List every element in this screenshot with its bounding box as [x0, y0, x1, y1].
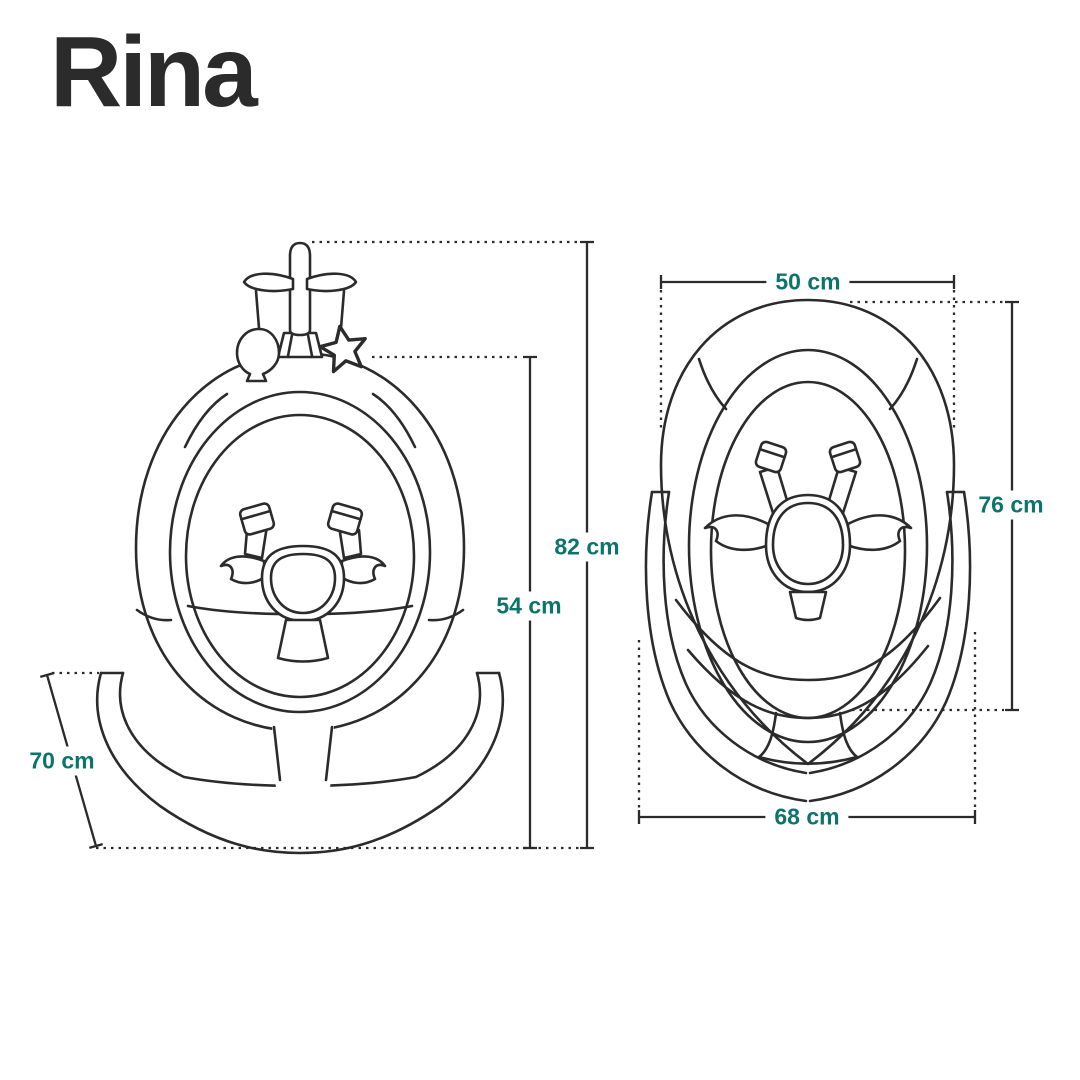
front-mobile-string-left	[254, 289, 261, 330]
front-stem-side-right	[324, 725, 334, 782]
top-shell-seam-right	[888, 357, 919, 411]
front-shell-outline	[134, 351, 466, 733]
top-footrest-edge	[757, 755, 859, 765]
front-rim-outer	[168, 390, 432, 714]
front-toy-star	[318, 324, 367, 374]
top-harness-pad-inner	[771, 501, 845, 586]
front-shell-seam-right	[371, 392, 417, 449]
top-dimension-lines	[637, 275, 1019, 824]
top-rail-right-inner	[808, 490, 954, 775]
dimension-label-base-depth: 70 cm	[20, 746, 104, 776]
front-stem-side-left	[272, 725, 282, 782]
front-harness-buckle-right	[326, 502, 364, 536]
top-view-drawing	[644, 298, 972, 803]
front-mobile-assembly	[235, 241, 367, 383]
front-harness-pad-inner	[269, 552, 337, 615]
front-mobile-arm-left	[242, 272, 295, 293]
top-harness-buckle-left	[754, 440, 788, 474]
front-harness-crotch	[276, 618, 330, 663]
front-base	[96, 671, 504, 855]
top-footrest-divider-right	[838, 711, 859, 759]
page-title: Rina	[50, 16, 258, 128]
dimension-label-seat-height: 54 cm	[487, 591, 571, 621]
dimension-label-seat-width: 50 cm	[766, 267, 850, 297]
top-harness-wing-right	[845, 514, 913, 552]
front-stem-fill	[272, 724, 334, 790]
top-harness-pad-outer	[764, 493, 852, 594]
front-shell-seam-band-left	[135, 608, 173, 622]
front-harness	[219, 502, 387, 663]
top-cushion-seam	[674, 596, 942, 682]
front-shell-seam-band-right	[427, 608, 465, 622]
dimension-label-base-width: 68 cm	[765, 802, 849, 832]
front-hook	[288, 241, 312, 337]
top-footrest-divider-left	[757, 711, 778, 759]
front-harness-wing-right	[339, 555, 387, 585]
dimension-label-total-height: 82 cm	[545, 532, 629, 562]
top-harness	[703, 440, 913, 622]
front-toy-balloon	[235, 327, 281, 383]
top-rails	[644, 490, 972, 803]
top-rim-outer	[687, 348, 929, 744]
front-harness-wing-left	[219, 555, 267, 585]
front-column-line-right	[306, 333, 314, 358]
top-rail-left-inner	[662, 490, 808, 775]
top-rail-right-outer	[808, 490, 972, 803]
dimension-label-seat-length: 76 cm	[969, 490, 1053, 520]
front-view-drawing	[96, 241, 504, 855]
front-shell-seam-left	[183, 392, 229, 449]
top-shell-seam-left	[697, 357, 728, 411]
top-harness-wing-left	[703, 514, 771, 552]
front-base-outer	[96, 671, 504, 855]
top-footwell-seam	[686, 644, 930, 720]
top-harness-crotch	[788, 590, 828, 622]
front-harness-buckle-left	[238, 502, 276, 536]
top-rail-left-outer	[644, 490, 808, 803]
top-harness-buckle-right	[828, 440, 862, 474]
front-harness-pad-outer	[260, 544, 346, 623]
front-column	[276, 331, 324, 359]
front-mobile-arm-right	[305, 272, 358, 293]
front-mobile-string-right	[339, 289, 346, 330]
front-column-line-left	[286, 333, 294, 358]
front-rim-inner	[184, 413, 416, 699]
